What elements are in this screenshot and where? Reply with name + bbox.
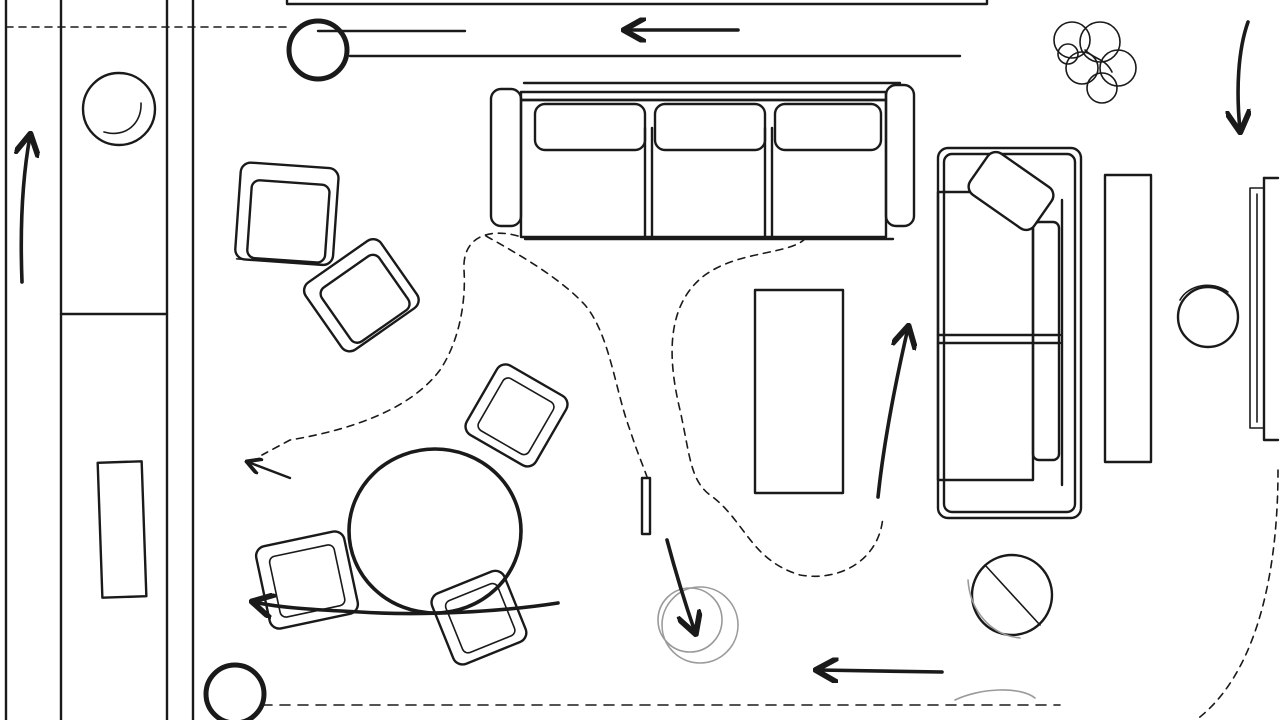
round-dining-table [349, 449, 521, 613]
right-wall-step [1264, 178, 1278, 440]
door-post-center [642, 478, 650, 534]
coffee-table [755, 290, 843, 493]
round-stool [658, 587, 738, 663]
dining-chair [462, 361, 571, 470]
walls [6, 0, 1278, 720]
door-marker-bottom [206, 665, 264, 720]
door-marker-top [289, 21, 347, 79]
potted-plant [1054, 22, 1136, 103]
top-window-shelf [287, 0, 987, 4]
armchair [235, 162, 340, 266]
console-table [1105, 175, 1151, 462]
arrow-up-left-corridor [21, 136, 30, 282]
throw-pillow [965, 148, 1058, 234]
armchair [300, 235, 422, 355]
dashed-path-center-loop [672, 238, 883, 576]
arrow-left-bottom [818, 670, 942, 672]
door-swing-arc [1196, 470, 1278, 720]
dashed-path-seating-to-dining [486, 236, 648, 480]
dining-chair [429, 568, 530, 668]
loveseat-sofa [938, 148, 1081, 518]
three-seat-sofa [491, 83, 914, 239]
dashed-path-seating-to-dining [262, 233, 518, 455]
arrow-up-center [878, 328, 908, 497]
wall-mirror [98, 461, 147, 597]
floor-lamp [1178, 285, 1238, 347]
arrow-left-curved-chair [254, 602, 558, 614]
dining-chair [254, 530, 359, 631]
side-table [83, 73, 155, 145]
bottom-bench [955, 690, 1035, 700]
arrow-down-lamp [667, 540, 695, 632]
arrow-left-dining [248, 462, 290, 478]
round-stool [968, 555, 1052, 638]
arrow-down-right-wall [1238, 22, 1248, 130]
